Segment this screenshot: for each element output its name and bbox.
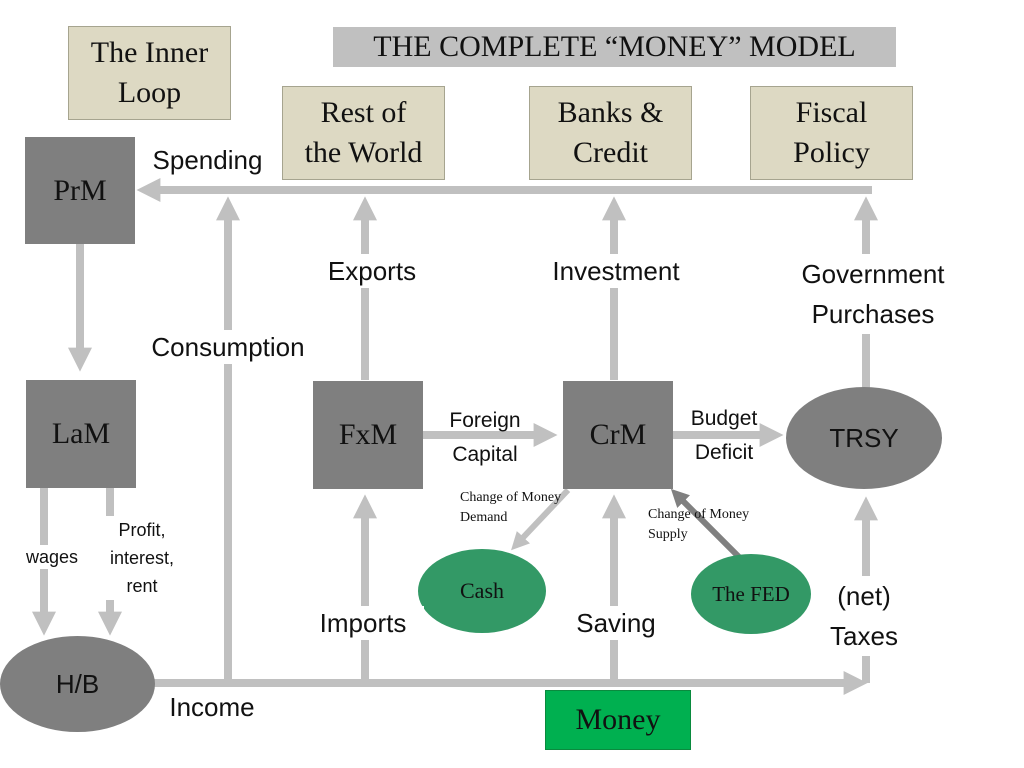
money-box: Money bbox=[545, 690, 691, 750]
trsy-ellipse: TRSY bbox=[786, 387, 942, 489]
money-supply-arrow bbox=[670, 488, 745, 563]
imports-label: Imports bbox=[302, 606, 424, 640]
banks-credit-box: Banks & Credit bbox=[529, 86, 692, 180]
prm-box: PrM bbox=[25, 137, 135, 244]
saving-label: Saving bbox=[566, 606, 666, 640]
fed-ellipse: The FED bbox=[691, 554, 811, 634]
government-purchases-label: Government Purchases bbox=[782, 254, 964, 334]
profit-label: Profit, interest, rent bbox=[96, 516, 188, 600]
budget-deficit-label: Budget Deficit bbox=[690, 407, 758, 464]
spending-label: Spending bbox=[140, 143, 275, 177]
wages-label: wages bbox=[14, 545, 90, 569]
income-label: Income bbox=[156, 690, 268, 724]
lam-box: LaM bbox=[26, 380, 136, 488]
cash-ellipse: Cash bbox=[418, 549, 546, 633]
hb-ellipse: H/B bbox=[0, 636, 155, 732]
change-supply-label: Change of Money Supply bbox=[648, 507, 750, 542]
fiscal-policy-box: Fiscal Policy bbox=[750, 86, 913, 180]
net-taxes-label: (net) Taxes bbox=[818, 576, 910, 656]
change-demand-label: Change of Money Demand bbox=[460, 490, 562, 525]
crm-box: CrM bbox=[563, 381, 673, 489]
investment-label: Investment bbox=[530, 254, 702, 288]
inner-loop-box: The Inner Loop bbox=[68, 26, 231, 120]
rest-of-world-box: Rest of the World bbox=[282, 86, 445, 180]
fxm-box: FxM bbox=[313, 381, 423, 489]
money-demand-arrow bbox=[511, 487, 571, 551]
diagram-title: THE COMPLETE “MONEY” MODEL bbox=[333, 27, 896, 67]
exports-label: Exports bbox=[309, 254, 435, 288]
consumption-label: Consumption bbox=[132, 330, 324, 364]
foreign-capital-label: Foreign Capital bbox=[449, 409, 521, 466]
